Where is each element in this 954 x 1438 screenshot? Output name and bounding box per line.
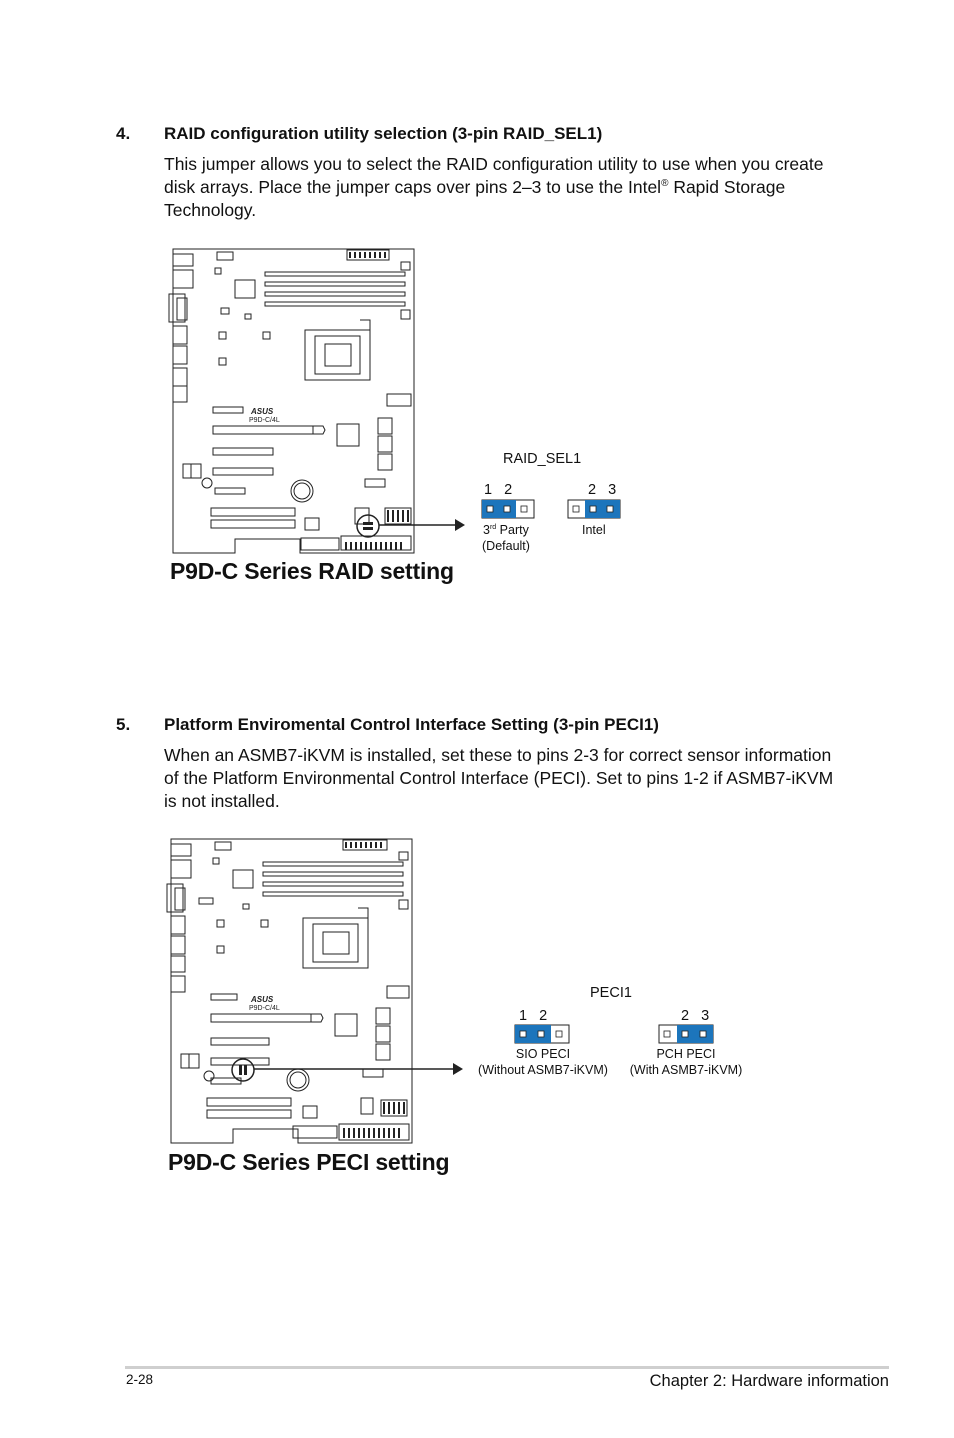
callout-arrowhead [455,519,465,531]
section-5-title: Platform Enviromental Control Interface … [164,715,659,734]
footer-rule [125,1366,889,1369]
section-4-body-text-1: This jumper allows you to select the RAI… [164,154,824,197]
jumper-label-raid-sel1: RAID_SEL1 [503,451,582,467]
board-brand-logo: ASUS [250,407,274,416]
section-4-body: This jumper allows you to select the RAI… [164,153,832,222]
peci-option-label-pch: PCH PECI [656,1047,716,1061]
jumper-right-pin-numbers: 2 3 [588,482,617,498]
figure-caption-peci: P9D-C Series PECI setting [168,1149,450,1175]
section-4-title: RAID configuration utility selection (3-… [164,124,603,143]
jumper-option-pch-peci [658,1024,714,1044]
chapter-title: Chapter 2: Hardware information [649,1372,889,1390]
board-model-label: P9D-C/4L [249,417,280,424]
peci-option-sub-sio: (Without ASMB7-iKVM) [478,1063,608,1077]
page-number: 2-28 [126,1372,154,1387]
section-5-body: When an ASMB7-iKVM is installed, set the… [164,745,834,811]
jumper-option-label-intel: Intel [582,523,606,537]
section-4-number: 4. [116,124,131,143]
section-5-number: 5. [116,715,131,734]
registered-mark: ® [661,178,669,190]
peci-option-label-sio: SIO PECI [515,1047,571,1061]
jumper-left-pin-numbers: 1 2 [484,482,513,498]
peci-right-pin-numbers: 2 3 [681,1008,710,1024]
peci-option-sub-pch: (With ASMB7-iKVM) [629,1063,743,1077]
jumper-option-sio-peci [514,1024,570,1044]
board-model-label: P9D-C/4L [249,1005,280,1012]
jumper-option-3rd-party [481,499,535,519]
figure-caption-raid: P9D-C Series RAID setting [170,558,454,584]
section-4-body-text-2: Rapid Storage Technology. [164,177,786,220]
jumper-label-peci1: PECI1 [590,985,632,1001]
board-brand-logo: ASUS [250,995,274,1004]
callout-arrowhead [453,1063,463,1075]
jumper-option-default-label: (Default) [482,539,530,553]
jumper-option-label-3rd-party: 3rd Party [483,523,529,537]
jumper-option-intel [567,499,621,519]
motherboard-diagram-peci: ASUS P9D-C/4L [166,838,463,1144]
peci-left-pin-numbers: 1 2 [519,1008,548,1024]
motherboard-diagram-raid: ASUS P9D-C/4L [168,248,465,554]
